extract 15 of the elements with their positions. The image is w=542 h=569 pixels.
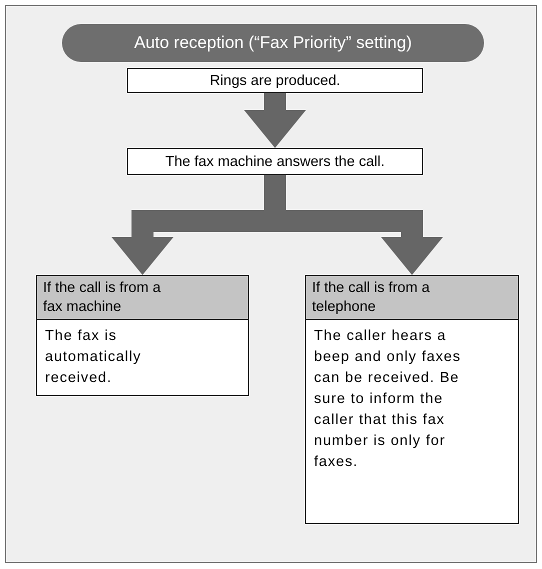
title-pill bbox=[62, 24, 484, 62]
process-box bbox=[127, 68, 423, 93]
result-box bbox=[305, 320, 519, 524]
node-text: The fax machine answers the call. bbox=[165, 154, 385, 170]
node-text: The fax is automatically received. bbox=[45, 327, 142, 388]
node-text: Auto reception (“Fax Priority” setting) bbox=[134, 33, 412, 53]
result-box bbox=[36, 320, 249, 396]
node-text: The caller hears a beep and only faxes can be received. Be sure to inform the caller that this fax number is only for faxes. bbox=[314, 327, 462, 472]
condition-header bbox=[305, 275, 519, 320]
arrow bbox=[244, 93, 306, 148]
process-box bbox=[127, 148, 423, 175]
node-text: If the call is from a telephone bbox=[312, 278, 431, 316]
node-text: If the call is from a fax machine bbox=[43, 278, 162, 316]
node-text: Rings are produced. bbox=[210, 72, 340, 88]
condition-header bbox=[36, 275, 249, 320]
